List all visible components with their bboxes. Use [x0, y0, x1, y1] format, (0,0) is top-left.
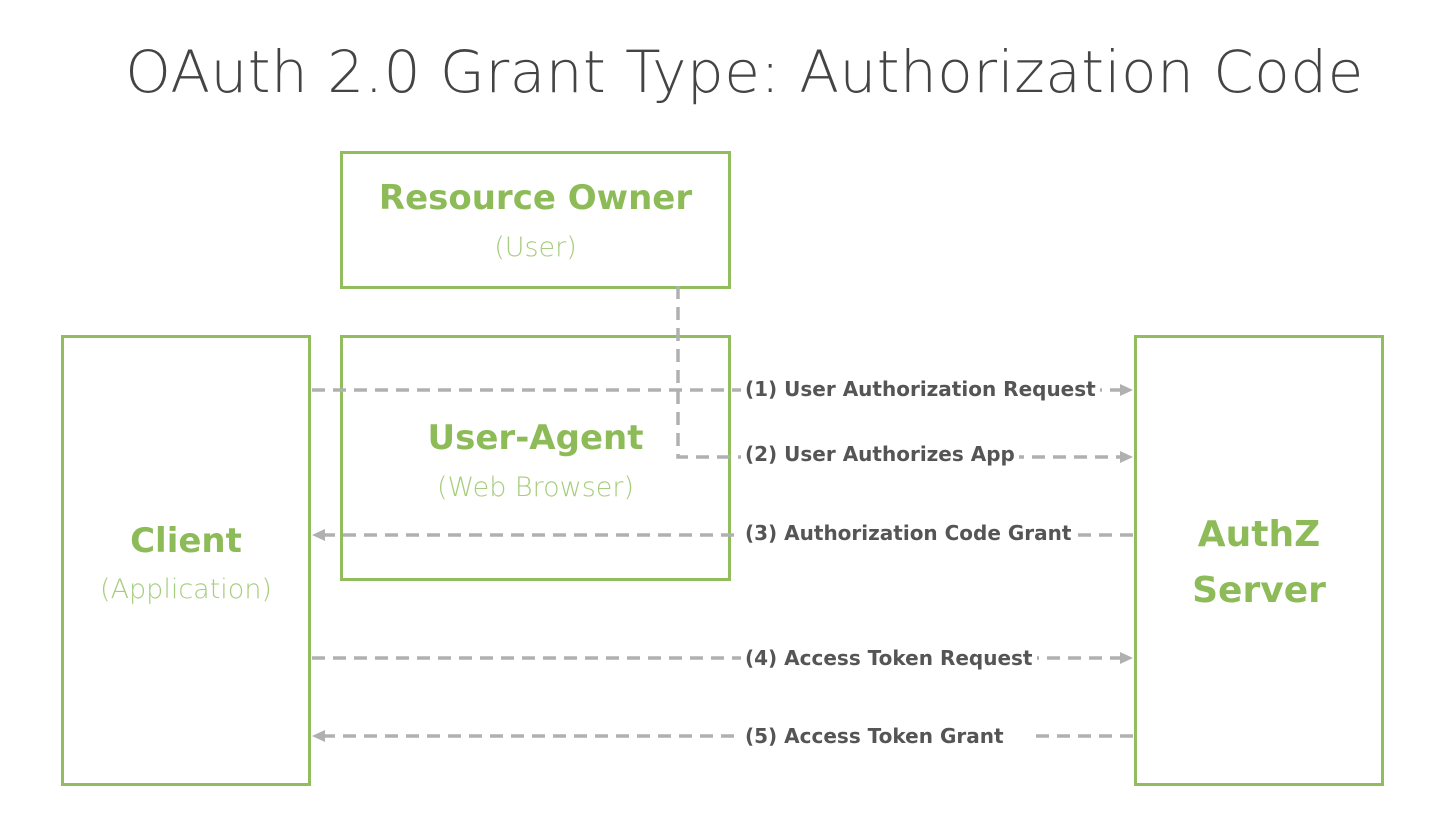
page-title: OAuth 2.0 Grant Type: Authorization Code — [125, 38, 1364, 106]
flow-3-arrowhead — [312, 529, 325, 541]
flow-1-label: (1) User Authorization Request — [741, 376, 1100, 402]
flow-5-arrowhead — [312, 730, 325, 742]
flow-3-label: (3) Authorization Code Grant — [741, 520, 1076, 546]
authz-server-title-line2: Server — [1192, 570, 1326, 611]
client-title: Client — [130, 521, 242, 561]
flow-2-arrowhead — [1120, 451, 1133, 463]
flow-5-label: (5) Access Token Grant — [741, 723, 1034, 749]
flow-4-label: (4) Access Token Request — [741, 645, 1037, 671]
flow-4-arrowhead — [1120, 652, 1133, 664]
client-subtitle: (Application) — [100, 574, 272, 605]
authz-server-title-line1: AuthZ — [1197, 514, 1321, 555]
resource-owner-subtitle: (User) — [494, 232, 577, 263]
flow-1-arrowhead — [1120, 384, 1133, 396]
client-box: Client (Application) — [61, 335, 311, 786]
flow-2-label: (2) User Authorizes App — [741, 441, 1019, 467]
resource-owner-box: Resource Owner (User) — [340, 151, 731, 289]
user-agent-box: User-Agent (Web Browser) — [340, 335, 731, 581]
authz-server-box: AuthZ Server — [1134, 335, 1384, 786]
user-agent-title: User-Agent — [427, 418, 644, 458]
resource-owner-title: Resource Owner — [378, 178, 693, 218]
user-agent-subtitle: (Web Browser) — [436, 472, 635, 503]
flow-2-line — [676, 286, 1124, 459]
